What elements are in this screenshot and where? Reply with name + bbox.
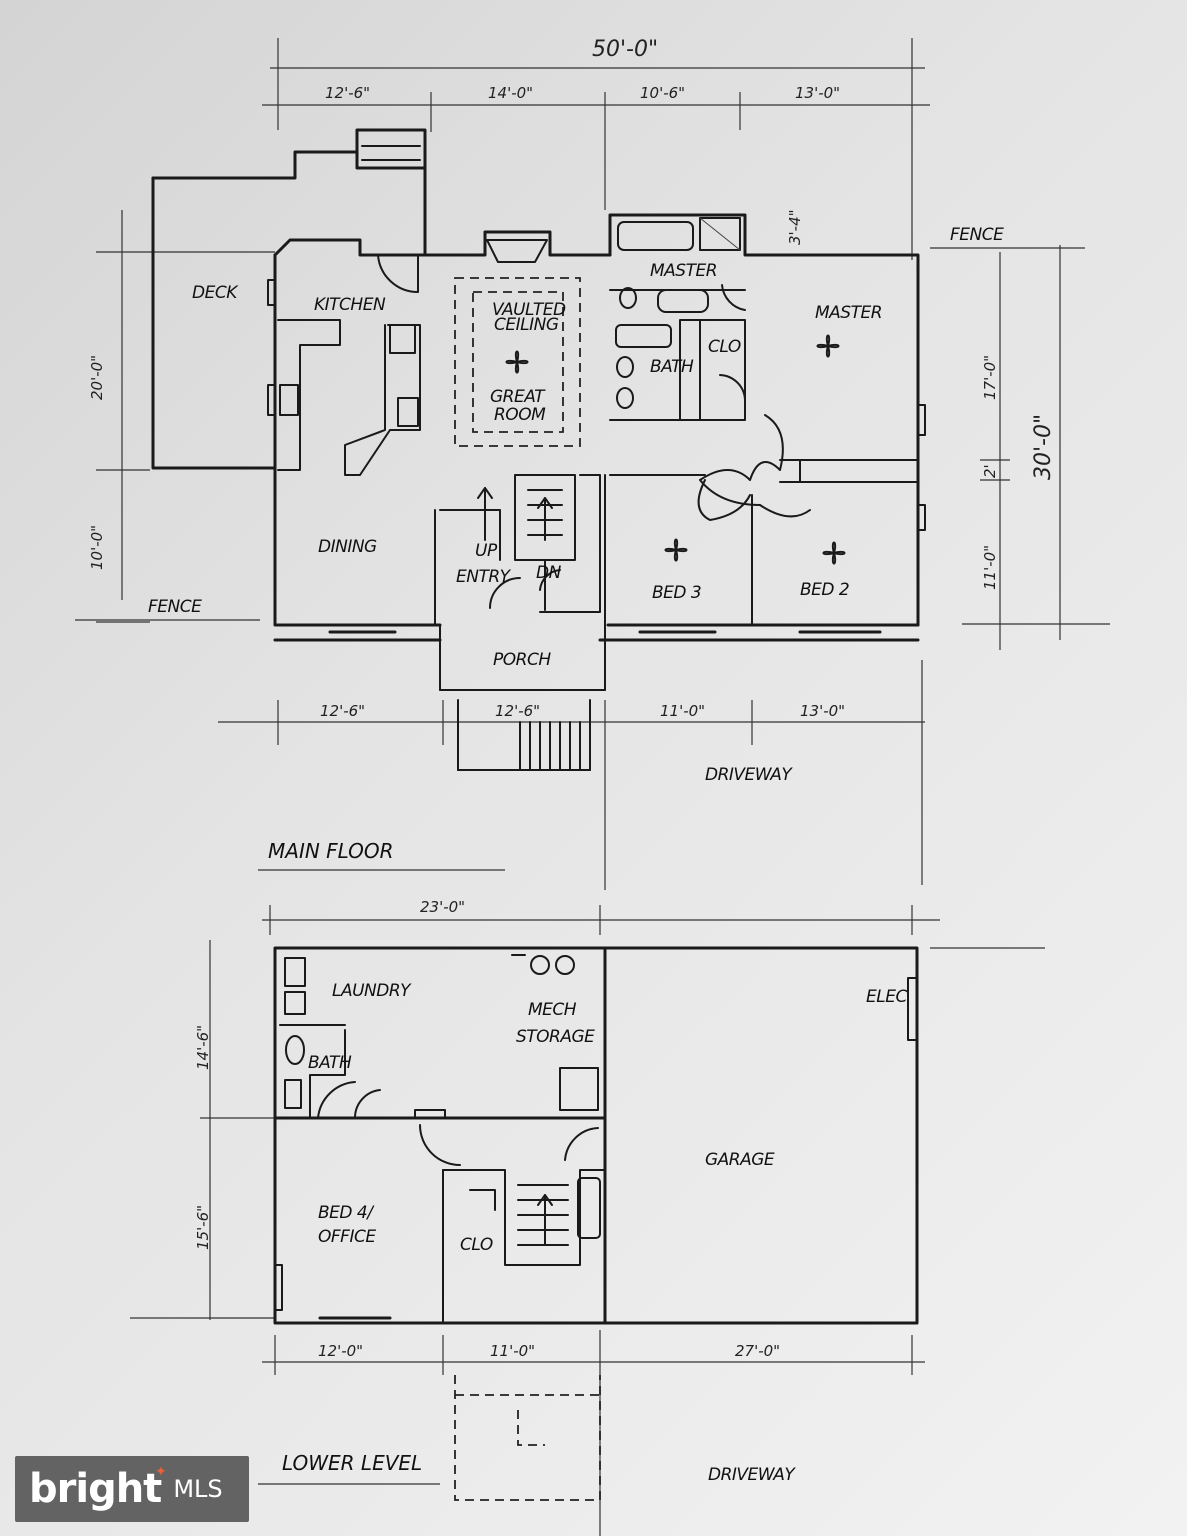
bottom-dim-1: 12'-6" <box>320 702 365 720</box>
main-floor-title: MAIN FLOOR <box>268 839 394 863</box>
room-label-bed4: BED 4/ <box>318 1203 375 1223</box>
lower-left-dim-1: 14'-6" <box>194 1025 212 1070</box>
lower-bottom-dim-2: 11'-0" <box>490 1342 535 1360</box>
overall-width-dim: 50'-0" <box>592 37 658 62</box>
room-label-lower-clo: CLO <box>460 1235 493 1255</box>
lower-overall-dim: 23'-0" <box>420 898 465 916</box>
fence-right-label: FENCE <box>950 225 1004 245</box>
room-label-bed3: BED 3 <box>652 583 701 603</box>
room-label-mech: MECH <box>528 1000 577 1020</box>
lower-level-walls <box>273 946 919 1501</box>
room-label-dn: DN <box>536 563 562 583</box>
bump-dim: 3'-4" <box>786 209 804 245</box>
room-label-kitchen: KITCHEN <box>314 295 386 315</box>
spark-icon: ✦ <box>155 1464 167 1480</box>
room-label-bed2: BED 2 <box>800 580 849 600</box>
room-label-master: MASTER <box>815 303 882 323</box>
lower-bottom-dim-3: 27'-0" <box>735 1342 780 1360</box>
room-label-master-bath-1: MASTER <box>650 261 717 281</box>
left-dim-2: 10'-0" <box>88 525 106 570</box>
fan-icon <box>505 350 529 374</box>
main-floor-dimensions <box>75 38 1110 890</box>
fence-left-label: FENCE <box>148 597 202 617</box>
lower-bottom-dim-1: 12'-0" <box>318 1342 363 1360</box>
left-dim-1: 20'-0" <box>88 355 106 400</box>
room-label-laundry: LAUNDRY <box>332 981 412 1001</box>
room-label-ceiling: CEILING <box>494 315 559 335</box>
room-label-garage: GARAGE <box>705 1150 775 1170</box>
lower-level-title: LOWER LEVEL <box>282 1451 422 1475</box>
bottom-dim-2: 12'-6" <box>495 702 540 720</box>
brightmls-watermark: bright ✦ MLS <box>15 1456 249 1522</box>
room-label-storage: STORAGE <box>516 1027 595 1047</box>
room-label-great: GREAT <box>490 387 546 407</box>
main-floor-walls <box>151 128 926 771</box>
lower-left-dim-2: 15'-6" <box>194 1205 212 1250</box>
fan-icon <box>664 538 688 562</box>
room-label-driveway: DRIVEWAY <box>705 765 793 785</box>
room-label-entry: ENTRY <box>456 567 512 587</box>
bottom-dim-3: 11'-0" <box>660 702 705 720</box>
watermark-suffix: MLS <box>173 1475 223 1503</box>
top-dim-3: 10'-6" <box>640 84 685 102</box>
room-label-up: UP <box>475 541 498 561</box>
room-label-room: ROOM <box>494 405 546 425</box>
bottom-dim-4: 13'-0" <box>800 702 845 720</box>
room-label-clo: CLO <box>708 337 741 357</box>
ceiling-fan-icons <box>505 334 846 565</box>
fan-icon <box>816 334 840 358</box>
room-label-master-bath-2: BATH <box>650 357 694 377</box>
top-dim-2: 14'-0" <box>488 84 533 102</box>
room-label-lower-bath: BATH <box>308 1053 352 1073</box>
right-dim-3: 11'-0" <box>981 545 999 590</box>
room-label-vaulted: VAULTED <box>492 300 566 320</box>
fan-icon <box>822 541 846 565</box>
room-label-porch: PORCH <box>493 650 551 670</box>
right-dim-1: 17'-0" <box>981 355 999 400</box>
right-overall-dim: 30'-0" <box>1031 414 1056 480</box>
room-label-elec: ELEC <box>866 987 907 1007</box>
top-dim-1: 12'-6" <box>325 84 370 102</box>
watermark-brand: bright <box>29 1466 162 1512</box>
top-dim-4: 13'-0" <box>795 84 840 102</box>
room-label-office: OFFICE <box>318 1227 376 1247</box>
room-label-lower-driveway: DRIVEWAY <box>708 1465 796 1485</box>
room-label-deck: DECK <box>192 283 239 303</box>
room-label-dining: DINING <box>318 537 377 557</box>
right-dim-2: 2' <box>981 464 999 478</box>
